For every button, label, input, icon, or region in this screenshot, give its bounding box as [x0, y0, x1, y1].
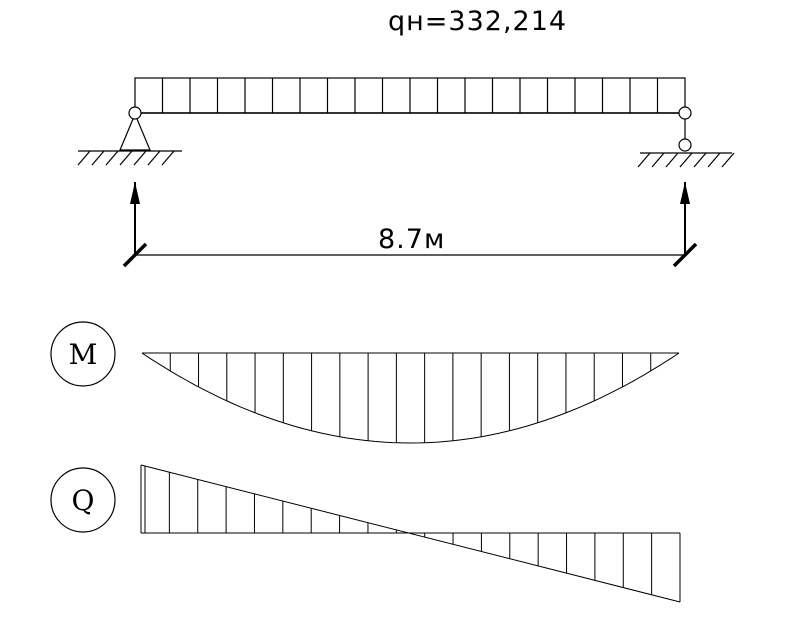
span-dimension	[122, 242, 698, 268]
distributed-load	[134, 77, 686, 114]
left-reaction-arrow	[130, 182, 140, 255]
left-pinned-support	[77, 106, 182, 166]
right-reaction-arrow	[680, 182, 690, 255]
moment-diagram: M	[50, 321, 680, 444]
shear-circle	[50, 467, 116, 533]
moment-curve	[141, 352, 680, 444]
load-hatch	[161, 78, 659, 113]
shear-label: Q	[72, 484, 95, 517]
right-roller-support	[637, 106, 735, 168]
load-label: qн=332,214	[388, 6, 567, 37]
moment-label: M	[69, 338, 98, 371]
right-ground-hatch	[637, 152, 735, 168]
left-ground-hatch	[77, 150, 175, 166]
shear-diagram: Q	[50, 464, 681, 603]
span-label: 8.7м	[378, 224, 445, 255]
shear-line	[140, 464, 681, 603]
moment-circle	[50, 321, 116, 387]
